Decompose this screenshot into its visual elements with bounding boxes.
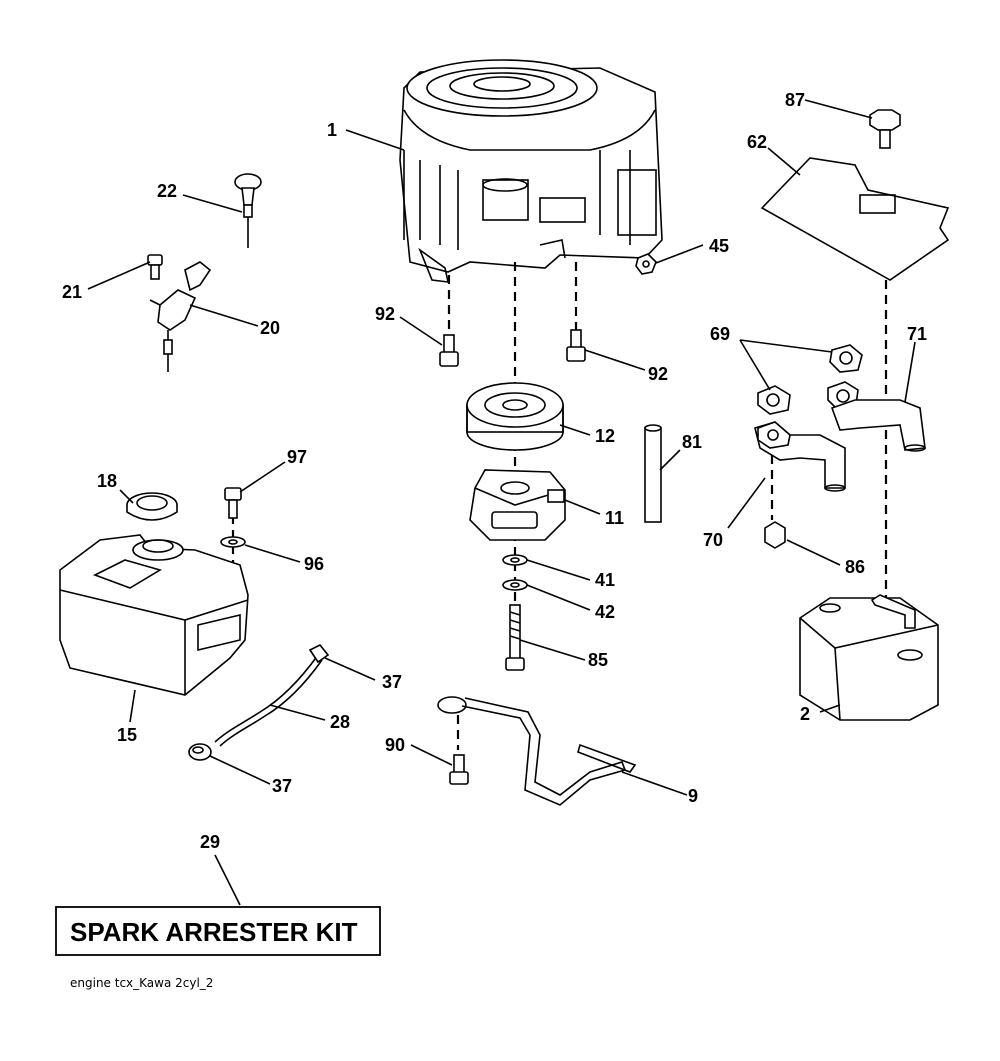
dipstick-22 [234,173,262,248]
callout-37-lower: 37 [272,776,292,796]
fuel-cap-18 [126,492,178,521]
nut-86 [764,521,786,549]
bolt-85 [505,604,525,671]
callout-45: 45 [709,236,729,256]
callout-11: 11 [605,508,624,528]
bolt-21 [147,254,163,280]
washer-41 [502,554,528,566]
callout-92-left: 92 [375,304,395,324]
callout-81: 81 [682,432,702,452]
bracket-9 [437,696,637,806]
exhaust-pipe-71 [830,399,926,452]
tube-81 [644,424,662,523]
deflector-62 [760,157,950,281]
callout-42: 42 [595,602,615,622]
engine-part [399,59,663,283]
callout-12: 12 [595,426,615,446]
callout-70: 70 [703,530,723,550]
callout-15: 15 [117,725,137,745]
clamp-37-lower [188,743,212,761]
washer-42 [502,579,528,591]
callout-2: 2 [800,704,810,724]
gasket-69-b [757,385,791,415]
callout-28: 28 [330,712,350,732]
callout-62: 62 [747,132,767,152]
callout-90: 90 [385,735,405,755]
callout-85: 85 [588,650,608,670]
clamp-37-upper [308,643,330,664]
fuel-line-28 [214,654,323,747]
exhaust-pipe-70 [754,421,846,492]
pulley-12 [466,382,564,451]
clutch-11 [469,469,566,541]
callout-86: 86 [845,557,865,577]
callout-92-right: 92 [648,364,668,384]
bolt-87 [869,109,901,149]
callout-69: 69 [710,324,730,344]
callout-1: 1 [327,120,337,140]
bolt-90 [449,754,469,785]
callout-18: 18 [97,471,117,491]
bolt-92-left [439,334,459,367]
callout-87: 87 [785,90,805,110]
leader-lines [87,99,916,906]
callout-20: 20 [260,318,280,338]
spark-arrester-kit-label: SPARK ARRESTER KIT [70,917,358,947]
callout-29: 29 [200,832,220,852]
callout-9: 9 [688,786,698,806]
callout-37-upper: 37 [382,672,402,692]
gasket-69-a [829,344,863,373]
nut-45 [635,253,657,275]
throttle-control-20 [149,261,212,372]
bolt-92-right [566,329,586,362]
callout-21: 21 [62,282,82,302]
spark-arrester-kit-box [55,906,381,956]
washer-96 [220,536,246,548]
bolt-97 [224,487,242,519]
muffler-2 [799,594,939,721]
callout-71: 71 [907,324,927,344]
callout-96: 96 [304,554,324,574]
diagram-footer-code: engine tcx_Kawa 2cyl_2 [70,976,213,990]
callout-22: 22 [157,181,177,201]
callout-41: 41 [595,570,615,590]
fuel-tank-15 [59,534,249,696]
callout-97: 97 [287,447,307,467]
